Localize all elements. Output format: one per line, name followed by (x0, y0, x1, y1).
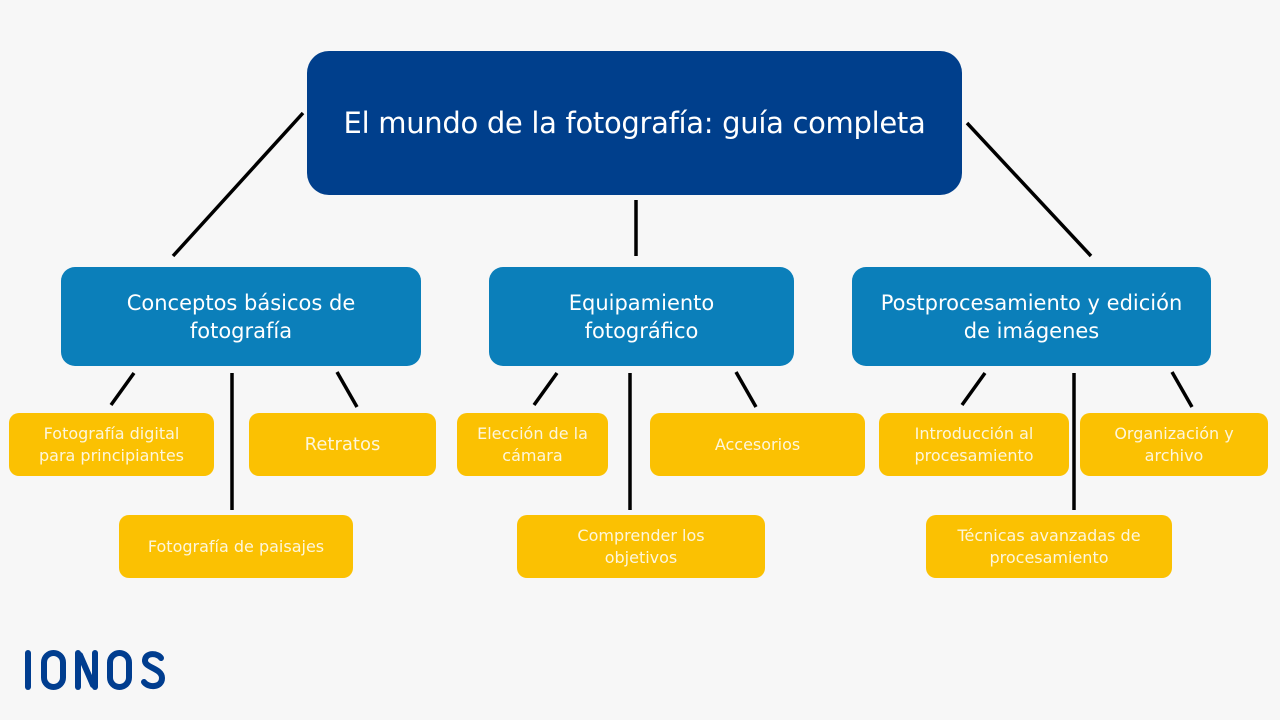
branch-label-line: fotográfico (584, 318, 699, 343)
leaf-label-line: Técnicas avanzadas de (957, 525, 1141, 545)
leaf-label-line: Fotografía digital (43, 423, 180, 443)
leaf-label-line: objetivos (604, 547, 678, 567)
branch-label-line: Postprocesamiento y edición (880, 290, 1183, 315)
leaf-node-objetivos: Comprender los objetivos (517, 515, 765, 578)
leaf-label-line: para principiantes (39, 445, 184, 465)
leaf-node-introduccion: Introducción al procesamiento (879, 413, 1069, 476)
leaf-node-fotografia-digital: Fotografía digital para principiantes (9, 413, 214, 476)
leaf-node-eleccion-camara: Elección de la cámara (457, 413, 608, 476)
leaf-node-paisajes: Fotografía de paisajes (119, 515, 353, 578)
leaf-label-line: Comprender los (577, 525, 705, 545)
leaf-label-line: Elección de la (477, 423, 588, 443)
connector-root-to-postprocesamiento (965, 121, 1093, 258)
leaf-label: Fotografía de paisajes (147, 536, 325, 556)
leaf-label-line: Introducción al (914, 423, 1034, 443)
leaf-label: Retratos (304, 433, 381, 455)
ionos-logo: IONOS (25, 650, 165, 690)
root-node: El mundo de la fotografía: guía completa (307, 51, 962, 195)
leaf-label-line: archivo (1144, 445, 1204, 465)
branch-label-line: Equipamiento (568, 290, 715, 315)
leaf-label-line: cámara (502, 445, 563, 465)
leaf-label: Accesorios (714, 434, 801, 454)
branch-node-conceptos: Conceptos básicos de fotografía (61, 267, 421, 366)
leaf-node-accesorios: Accesorios (650, 413, 865, 476)
leaf-label-line: procesamiento (914, 445, 1034, 465)
leaf-node-tecnicas-avanzadas: Técnicas avanzadas de procesamiento (926, 515, 1172, 578)
leaf-label-line: Organización y (1114, 423, 1234, 443)
leaf-label-line: procesamiento (989, 547, 1109, 567)
branch-label-line: fotografía (189, 318, 293, 343)
root-node-label: El mundo de la fotografía: guía completa (343, 106, 926, 140)
connector-root-to-conceptos (171, 111, 305, 258)
branch-label-line: Conceptos básicos de (126, 290, 356, 315)
branch-label-line: de imágenes (963, 318, 1100, 343)
branch-node-postprocesamiento: Postprocesamiento y edición de imágenes (852, 267, 1211, 366)
leaf-node-organizacion: Organización y archivo (1080, 413, 1268, 476)
leaf-node-retratos: Retratos (249, 413, 436, 476)
branch-node-equipamiento: Equipamiento fotográfico (489, 267, 794, 366)
